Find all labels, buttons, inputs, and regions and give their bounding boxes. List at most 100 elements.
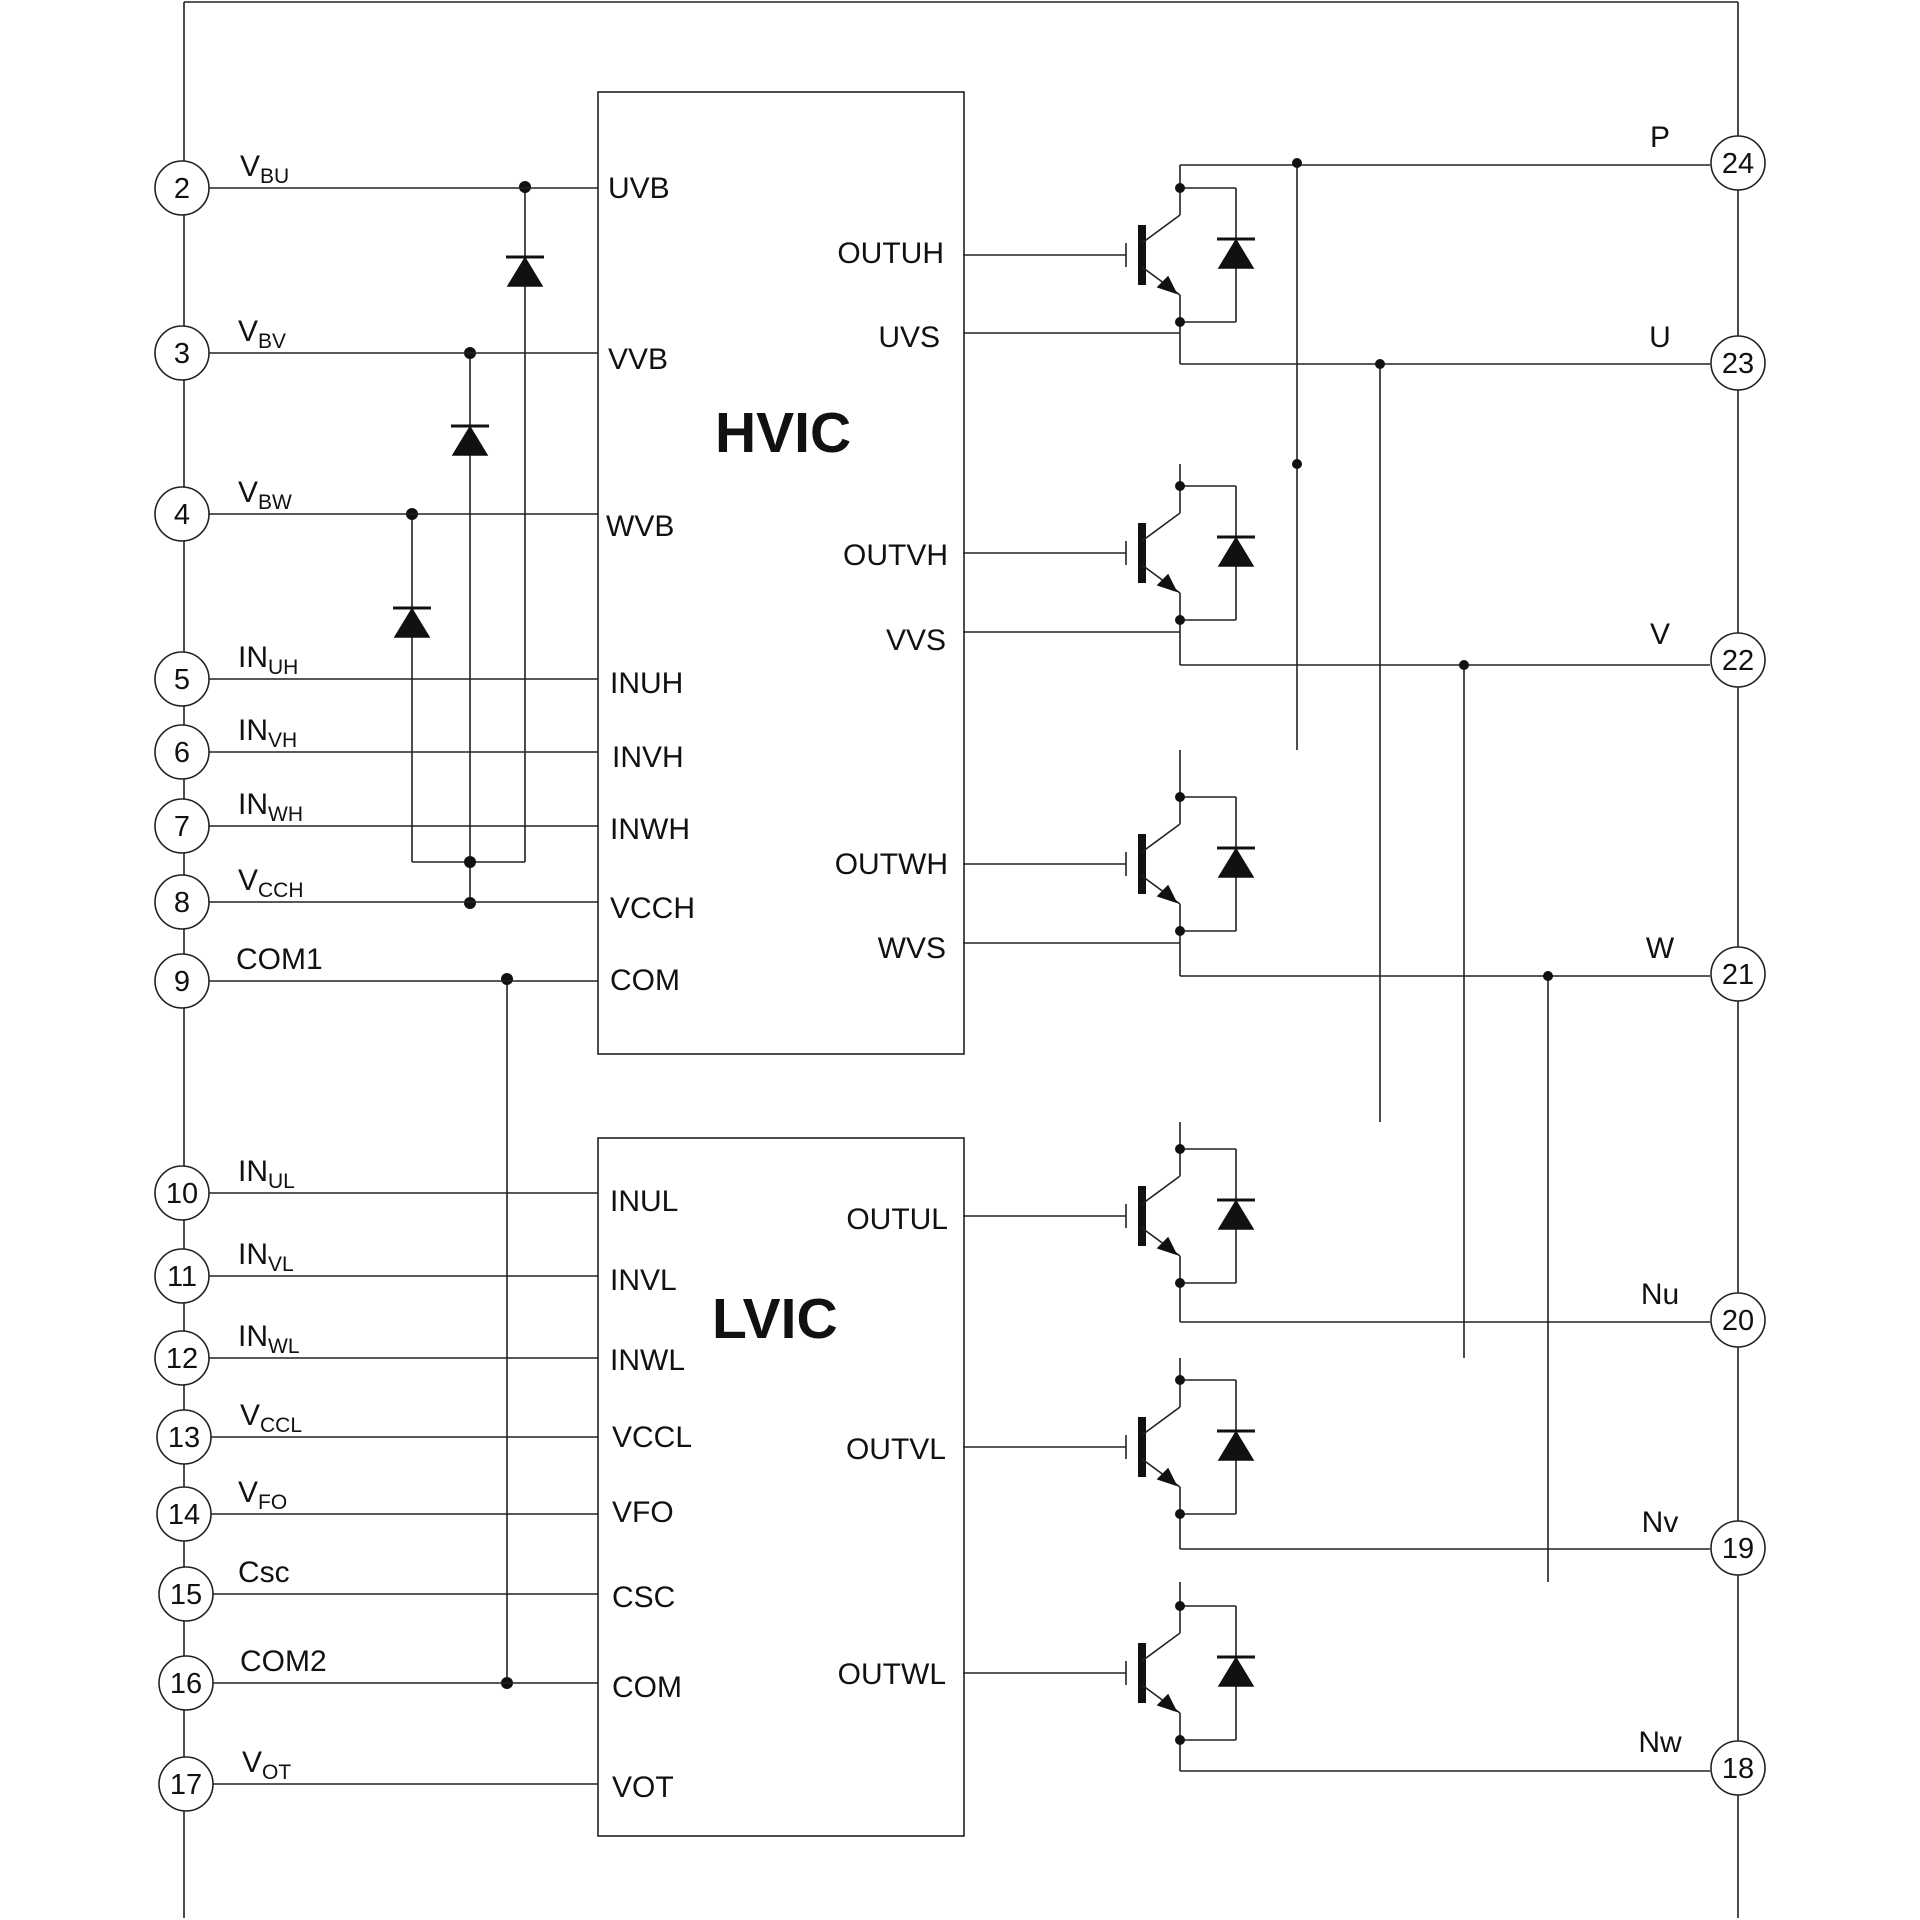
lvic-pin-vfo: VFO bbox=[612, 1496, 674, 1529]
terminal-label: Csc bbox=[238, 1556, 290, 1589]
left-terminal-14: 14 VFO bbox=[156, 1476, 598, 1542]
emitter-arrow bbox=[1156, 1236, 1178, 1256]
lvic-pin-inul: INUL bbox=[610, 1185, 678, 1218]
terminal-number: 23 bbox=[1722, 348, 1754, 380]
igbt-uh bbox=[963, 165, 1255, 364]
bootstrap-diode-w bbox=[393, 607, 431, 638]
igbt-vl bbox=[963, 1358, 1255, 1549]
terminal-number: 14 bbox=[168, 1499, 200, 1531]
left-terminal-4: 4 VBW bbox=[154, 476, 598, 542]
freewheel-diode bbox=[1217, 1656, 1255, 1687]
terminal-pin-circle bbox=[156, 1409, 212, 1465]
terminal-label: Nu bbox=[1641, 1278, 1679, 1311]
terminal-number: 15 bbox=[170, 1579, 202, 1611]
terminal-label: VOT bbox=[242, 1746, 291, 1784]
terminal-number: 22 bbox=[1722, 645, 1754, 677]
freewheel-diode bbox=[1217, 536, 1255, 567]
terminal-label: INVL bbox=[238, 1238, 294, 1276]
terminal-pin-circle bbox=[1710, 1740, 1766, 1796]
lvic-pin-vot: VOT bbox=[612, 1771, 674, 1804]
terminal-label: VCCL bbox=[240, 1399, 302, 1437]
freewheel-diode bbox=[1217, 847, 1255, 878]
terminal-label: V bbox=[1650, 618, 1670, 651]
right-terminal-22: 22 V bbox=[1650, 618, 1766, 688]
terminal-pin-circle bbox=[154, 651, 210, 707]
collector bbox=[1141, 1175, 1181, 1205]
hvic-pin-vvs: VVS bbox=[886, 624, 946, 657]
bootstrap-diode-v bbox=[451, 425, 489, 456]
terminal-label: VBU bbox=[240, 150, 289, 188]
terminal-number: 17 bbox=[170, 1769, 202, 1801]
hvic-pin-uvs: UVS bbox=[878, 321, 940, 354]
terminal-pin-circle bbox=[154, 798, 210, 854]
lvic-pin-outwl: OUTWL bbox=[838, 1658, 946, 1691]
terminal-label: Nw bbox=[1638, 1726, 1682, 1759]
igbt-bridge bbox=[963, 165, 1255, 1771]
terminal-label: VBW bbox=[238, 476, 292, 514]
terminal-number: 5 bbox=[174, 664, 190, 696]
com-bus bbox=[501, 973, 513, 1689]
terminal-label: COM1 bbox=[236, 943, 323, 976]
emitter-arrow bbox=[1156, 1467, 1178, 1487]
terminal-pin-circle bbox=[1710, 1292, 1766, 1348]
hvic-title: HVIC bbox=[715, 401, 851, 465]
hvic-box bbox=[597, 91, 965, 1055]
lvic-title: LVIC bbox=[712, 1287, 838, 1351]
terminal-pin-circle bbox=[154, 325, 210, 381]
left-terminal-17: 17 VOT bbox=[158, 1746, 598, 1812]
terminal-pin-circle bbox=[1710, 632, 1766, 688]
emitter-arrow bbox=[1156, 275, 1178, 295]
terminal-label: INUL bbox=[238, 1155, 295, 1193]
collector bbox=[1141, 1632, 1181, 1662]
emitter-arrow bbox=[1156, 884, 1178, 904]
terminal-number: 21 bbox=[1722, 959, 1754, 991]
bootstrap-diode-network bbox=[393, 181, 544, 909]
terminal-number: 12 bbox=[166, 1343, 198, 1375]
terminal-pin-circle bbox=[1710, 946, 1766, 1002]
emitter-arrow bbox=[1156, 1693, 1178, 1713]
freewheel-diode bbox=[1217, 1199, 1255, 1230]
hvic-pin-outvh: OUTVH bbox=[843, 539, 948, 572]
collector bbox=[1141, 512, 1181, 542]
hvic-pin-com: COM bbox=[610, 964, 680, 997]
terminal-label: INWL bbox=[238, 1320, 300, 1358]
terminal-number: 4 bbox=[174, 499, 190, 531]
hvic-pin-wvb: WVB bbox=[606, 510, 674, 543]
left-terminal-12: 12 INWL bbox=[154, 1320, 598, 1386]
hvic-pin-uvb: UVB bbox=[608, 172, 670, 205]
terminal-label: COM2 bbox=[240, 1645, 327, 1678]
collector bbox=[1141, 1406, 1181, 1436]
terminal-pin-circle bbox=[154, 486, 210, 542]
terminal-label: VFO bbox=[238, 1476, 287, 1514]
terminal-number: 19 bbox=[1722, 1533, 1754, 1565]
hvic-pin-inwh: INWH bbox=[610, 813, 690, 846]
right-terminal-23: 23 U bbox=[1649, 321, 1766, 391]
left-terminal-column: 2VBU3VBV4VBW5INUH6INVH7INWH8VCCH9COM110I… bbox=[154, 150, 598, 1812]
left-terminal-2: 2 VBU bbox=[154, 150, 598, 216]
terminal-label: VBV bbox=[238, 315, 286, 353]
terminal-number: 13 bbox=[168, 1422, 200, 1454]
terminal-pin-circle bbox=[1710, 1520, 1766, 1576]
terminal-label: U bbox=[1649, 321, 1671, 354]
terminal-pin-circle bbox=[1710, 335, 1766, 391]
terminal-pin-circle bbox=[154, 874, 210, 930]
igbt-ul bbox=[963, 1122, 1255, 1322]
lvic-box bbox=[597, 1137, 965, 1837]
hvic-pin-wvs: WVS bbox=[878, 932, 946, 965]
terminal-label: VCCH bbox=[238, 864, 304, 902]
hvic-pin-vvb: VVB bbox=[608, 343, 668, 376]
terminal-number: 2 bbox=[174, 173, 190, 205]
hvic-pin-invh: INVH bbox=[612, 741, 684, 774]
right-terminal-24: 24P bbox=[1650, 121, 1766, 191]
lvic-pin-outul: OUTUL bbox=[846, 1203, 948, 1236]
terminal-number: 7 bbox=[174, 811, 190, 843]
